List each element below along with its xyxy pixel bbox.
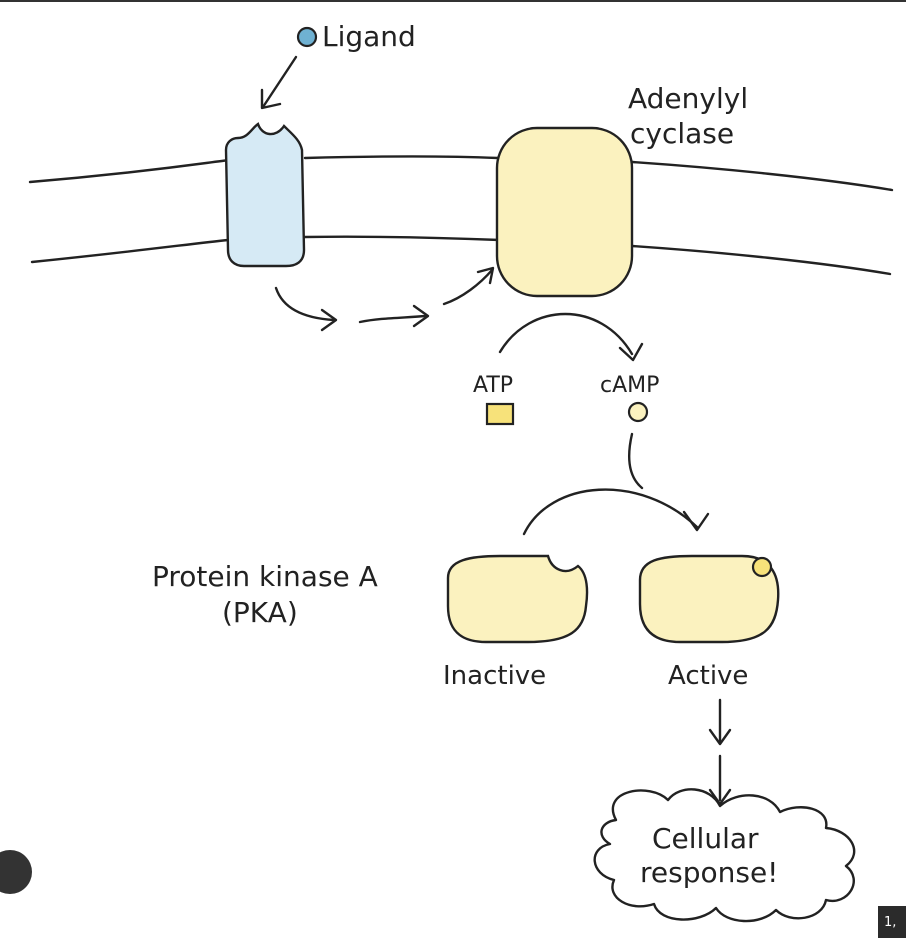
adenylyl-cyclase-body [495, 126, 634, 298]
response-label-line2: response! [640, 856, 778, 889]
response-label-line1: Cellular [652, 822, 759, 855]
pka-label-line2: (PKA) [222, 596, 298, 629]
signal-arrow-3 [442, 268, 494, 306]
ligand-dot [296, 26, 318, 48]
camp-dot [627, 401, 649, 423]
pka-active [638, 554, 780, 644]
signal-arrow-1-head [320, 308, 338, 332]
signal-arrow-1 [274, 286, 336, 322]
atp-to-camp-arrowhead [618, 342, 644, 362]
membrane-outer-line [28, 155, 894, 192]
signal-arrow-2 [358, 314, 428, 324]
adenylyl-cyclase: Adenylyl cyclase [495, 82, 748, 298]
corner-badge: 1, [878, 906, 906, 938]
inactive-to-active-arrowhead [682, 510, 710, 532]
signal-arrow-2-head [412, 304, 430, 328]
pka-bound-camp [751, 556, 773, 578]
cell-membrane [28, 155, 894, 276]
ligand-arrow [261, 55, 298, 109]
cellular-response-cloud [593, 788, 856, 923]
pka-label-line1: Protein kinase A [152, 560, 378, 593]
camp-to-pka-line [628, 432, 644, 490]
ligand-label: Ligand [322, 20, 416, 53]
atp-square [485, 402, 515, 426]
inactive-to-active-arrow [522, 488, 700, 536]
pka-inactive [446, 554, 589, 644]
camp-label: cAMP [600, 373, 659, 398]
inactive-label: Inactive [443, 661, 546, 691]
signal-arrow-3-head [476, 266, 495, 285]
active-label: Active [668, 661, 748, 691]
adenylyl-label-line1: Adenylyl [628, 82, 748, 115]
membrane-inner-line [30, 235, 892, 276]
atp-to-camp-arrow [498, 312, 634, 356]
receptor [224, 122, 306, 268]
ligand: Ligand [260, 20, 416, 110]
receptor-to-cyclase-arrows [274, 266, 495, 332]
atp-label: ATP [473, 373, 513, 398]
active-to-response-arrowhead-1 [708, 728, 732, 746]
ligand-arrowhead [260, 88, 282, 110]
adenylyl-label-line2: cyclase [630, 117, 734, 150]
